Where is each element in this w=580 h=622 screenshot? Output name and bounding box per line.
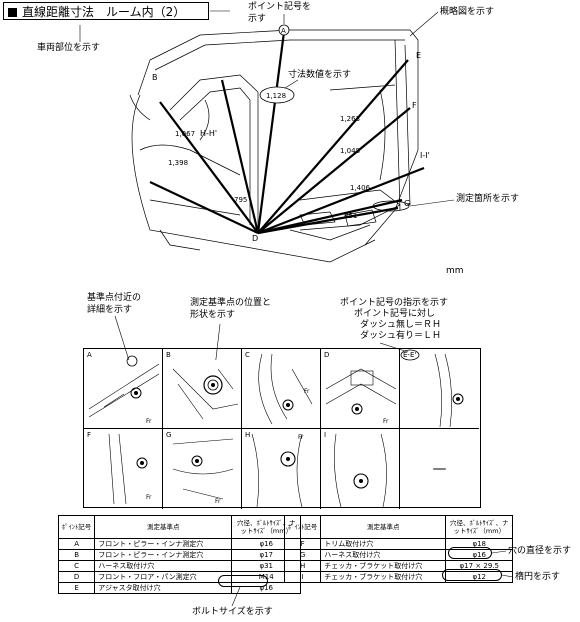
th-right-point: ﾎﾟｲﾝﾄ記号 bbox=[283, 515, 322, 539]
callout-overview: 概略図を示す bbox=[440, 7, 495, 17]
callout-oval-hole: 楕円を示す bbox=[515, 572, 561, 582]
oval-hole-oval bbox=[442, 569, 502, 581]
fr-label-h: Fr bbox=[298, 434, 304, 441]
detail-cell-e: E-E' bbox=[400, 349, 479, 429]
cell-key-g: G bbox=[166, 431, 172, 439]
point-label-e: E bbox=[416, 51, 421, 60]
detail-grid: A Fr B C Fr D Fr E-E' F Fr G Fr H Fr I — bbox=[83, 348, 481, 509]
callout-dimension-value: 寸法数値を示す bbox=[288, 70, 352, 80]
page-title: 直線距離寸法 ルーム内（2） bbox=[3, 2, 209, 20]
dim-1048: 1,048 bbox=[340, 147, 360, 155]
square-bullet-icon bbox=[8, 8, 17, 17]
cell-key-i: I bbox=[324, 431, 327, 439]
fr-label-c: Fr bbox=[304, 388, 310, 395]
detail-cell-empty: — bbox=[432, 461, 447, 477]
cell-key-b: B bbox=[166, 351, 171, 359]
callout-symbol-instr-3: ダッシュ無し＝ＲＨ bbox=[360, 320, 442, 330]
dim-795: 795 bbox=[234, 196, 247, 204]
point-label-d: D bbox=[252, 234, 258, 243]
cell-key-f: F bbox=[87, 431, 92, 439]
dim-851: 851 bbox=[344, 212, 357, 220]
point-label-h: H-H' bbox=[200, 129, 217, 138]
callout-point-symbol-1: ポイント記号を bbox=[248, 2, 312, 12]
dim-1398: 1,398 bbox=[168, 159, 188, 167]
th-left-point: ﾎﾟｲﾝﾄ記号 bbox=[57, 515, 96, 539]
unit-label: mm bbox=[446, 266, 464, 276]
dim-1067: 1,067 bbox=[175, 130, 195, 138]
detail-cell-g: G Fr bbox=[163, 429, 242, 509]
fr-label-a: Fr bbox=[146, 418, 152, 425]
th-left-ref: 測定基準点 bbox=[94, 515, 233, 539]
cell-key-h: H bbox=[245, 431, 251, 439]
point-label-g: G bbox=[404, 199, 410, 208]
bolt-size-oval bbox=[218, 575, 268, 587]
middle-leaders bbox=[114, 315, 409, 360]
callout-symbol-instr-1: ポイント記号の指示を示す bbox=[340, 298, 449, 308]
detail-cell-f: F Fr bbox=[84, 429, 163, 509]
callout-bolt-size: ボルトサイズを示す bbox=[192, 607, 273, 617]
callout-ref-pos-2: 形状を示す bbox=[190, 310, 236, 320]
vehicle-interior-diagram: A B E F G D H-H' I-I' 1,128 1,067 1,398 … bbox=[79, 10, 455, 263]
point-label-b: B bbox=[152, 73, 158, 82]
th-right-ref: 測定基準点 bbox=[320, 515, 447, 539]
callout-symbol-instr-4: ダッシュ有り＝ＬＨ bbox=[360, 331, 442, 341]
fr-label-f: Fr bbox=[146, 494, 152, 501]
fr-label-d: Fr bbox=[383, 418, 389, 425]
cell-key-c: C bbox=[245, 351, 250, 359]
bottom-leaders bbox=[231, 550, 514, 607]
detail-cell-i: I bbox=[321, 429, 400, 509]
point-label-f: F bbox=[412, 101, 417, 110]
cell-key-d: D bbox=[324, 351, 330, 359]
dim-1128: 1,128 bbox=[266, 92, 286, 100]
callout-vehicle-part: 車両部位を示す bbox=[37, 43, 101, 53]
hole-dia-oval bbox=[448, 547, 492, 559]
callout-near-detail-1: 基準点付近の bbox=[87, 293, 142, 303]
cell-key-e: E-E' bbox=[403, 351, 417, 359]
fr-label-g: Fr bbox=[215, 498, 221, 505]
detail-cell-d: D Fr bbox=[321, 349, 400, 429]
point-label-i: I-I' bbox=[420, 151, 430, 160]
point-label-a: A bbox=[281, 27, 286, 35]
callout-near-detail-2: 詳細を示す bbox=[87, 305, 133, 315]
dim-1263: 1,263 bbox=[340, 115, 360, 123]
detail-cell-c: C Fr bbox=[242, 349, 321, 429]
detail-cell-b: B bbox=[163, 349, 242, 429]
detail-cell-a: A Fr bbox=[84, 349, 163, 429]
callout-symbol-instr-2: ポイント記号に対し bbox=[354, 309, 436, 319]
callout-hole-dia: 穴の直径を示す bbox=[508, 546, 572, 556]
cell-key-a: A bbox=[87, 351, 92, 359]
detail-cell-h: H Fr bbox=[242, 429, 321, 509]
callout-measure-point: 測定箇所を示す bbox=[456, 194, 520, 204]
callout-ref-pos-1: 測定基準点の位置と bbox=[190, 298, 272, 308]
th-right-size: 穴径、ﾎﾞﾙﾄｻｲｽﾞ、ナットｻｲｽﾞ（mm） bbox=[445, 515, 514, 539]
dim-1406: 1,406 bbox=[350, 184, 371, 192]
callout-point-symbol-2: 示す bbox=[248, 14, 267, 24]
